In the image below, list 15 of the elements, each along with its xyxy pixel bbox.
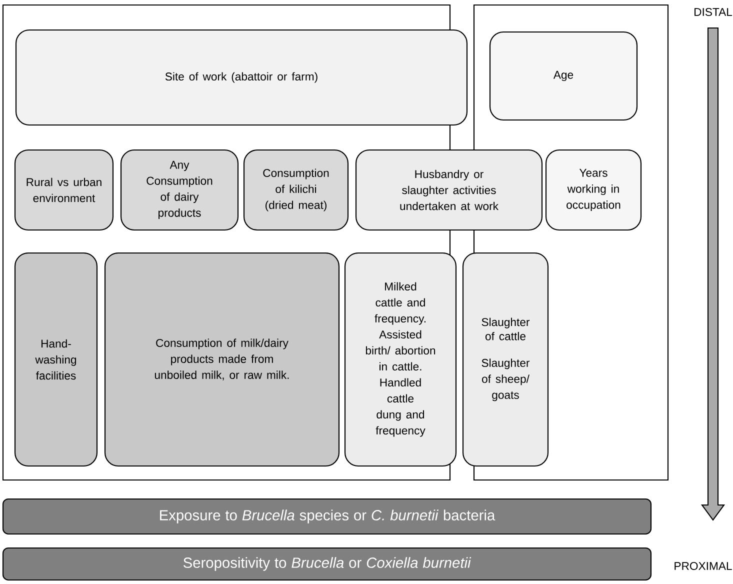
outcome-bar: Exposure to Brucella species or C. burnetii bacteria <box>2 498 652 535</box>
factor-box: Any Consumption of dairy products <box>120 149 239 231</box>
factor-box: Rural vs urban environment <box>14 149 114 231</box>
factor-box: Age <box>489 31 638 121</box>
factor-box: Years working in occupation <box>545 149 642 231</box>
axis-label: DISTAL <box>694 8 732 16</box>
factor-box: Hand-washing facilities <box>14 252 98 467</box>
factor-box: Site of work (abattoir or farm) <box>15 29 468 126</box>
factor-box: Milked cattle and frequency. Assisted birth/ abortion in cattle. Handled cattle dung and frequency <box>344 252 457 467</box>
factor-box: Husbandry or slaughter activities undertaken at work <box>355 149 543 231</box>
factor-box: Slaughter of cattle Slaughter of sheep/ goats <box>462 252 549 467</box>
factor-box: Consumption of kilichi (dried meat) <box>243 149 349 231</box>
outcome-bar: Seropositivity to Brucella or Coxiella burnetii <box>2 547 652 581</box>
axis-label: PROXIMAL <box>674 562 732 570</box>
factor-box: Consumption of milk/dairy products made from unboiled milk, or raw milk. <box>104 252 340 467</box>
